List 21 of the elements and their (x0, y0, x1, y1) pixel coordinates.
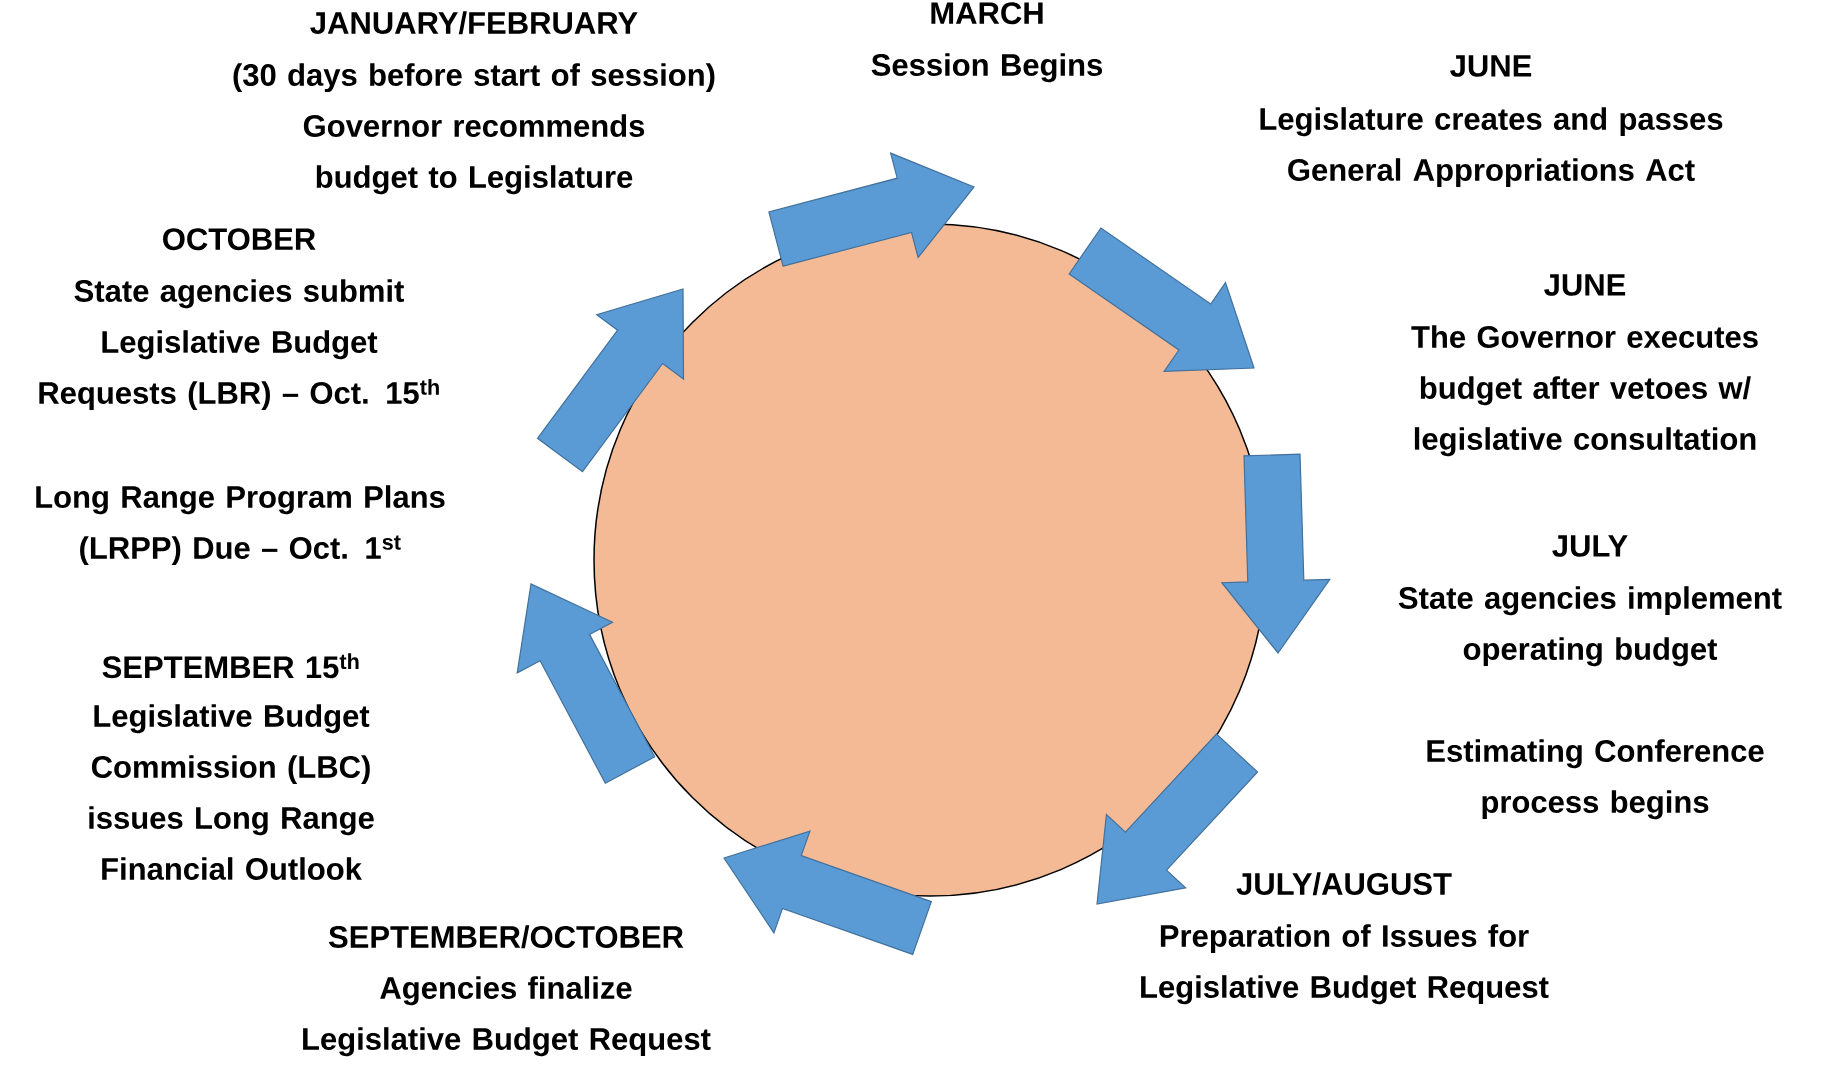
month-heading: SEPTEMBER/OCTOBER (328, 925, 684, 949)
month-heading: JULY (1552, 535, 1628, 557)
month-heading: JUNE (1544, 274, 1626, 296)
step-text: (30 days before start of session) (233, 63, 715, 93)
step-text: Session Begins (871, 53, 1102, 83)
month-heading: MARCH (931, 2, 1043, 25)
step-text: Long Range Program Plans (LRPP) Due – Oct. 1$^{st}$ (36, 485, 445, 566)
step-text: The Governor executes budget after vetoes w/ legislative consultation (1411, 325, 1758, 457)
step-text: Preparation of Issues for Legislative Budget Request (1141, 924, 1549, 1005)
step-text: State agencies submit Legislative Budget Requests (LBR) – Oct. 15$^{th}$ (39, 279, 439, 411)
step-text: Governor recommends budget to Legislature (303, 114, 645, 195)
month-heading: JULY/AUGUST (1236, 872, 1452, 896)
month-heading: SEPTEMBER 15$^{th}$ (102, 653, 359, 679)
step-text: Legislative Budget Commission (LBC) issues Long Range Financial Outlook (89, 704, 374, 880)
step-text: Agencies finalize Legislative Budget Request (303, 976, 711, 1057)
step-text: State agencies implement operating budget (1398, 586, 1782, 667)
month-heading: JUNE (1450, 55, 1532, 77)
month-heading: OCTOBER (163, 228, 316, 251)
step-text: Estimating Conference process begins (1427, 739, 1764, 820)
month-heading: JANUARY/FEBRUARY (310, 11, 638, 35)
step-text: Legislature creates and passes General Appropriations Act (1260, 107, 1723, 188)
